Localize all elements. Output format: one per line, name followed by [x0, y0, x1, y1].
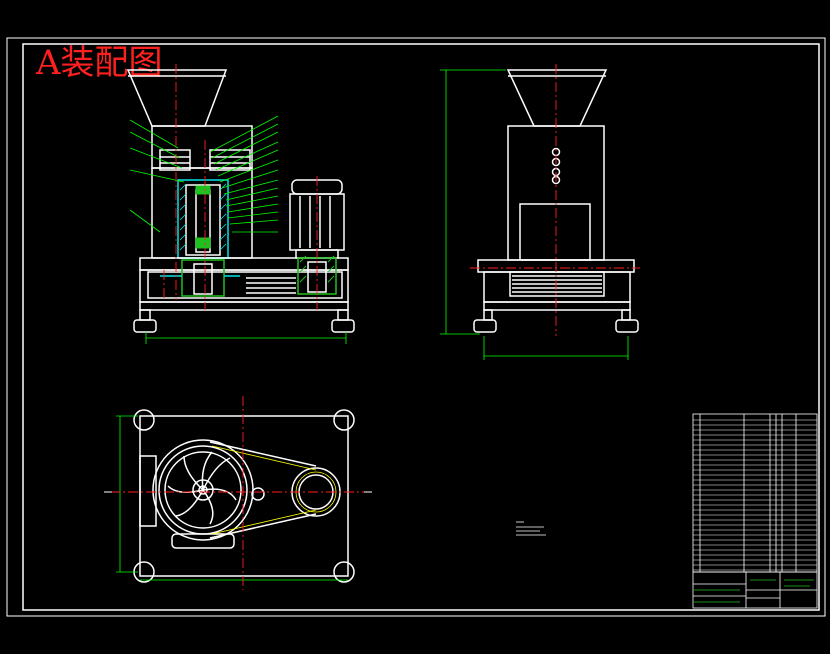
parts-list-rows: [693, 419, 817, 571]
top-yellow-belt: [211, 445, 337, 535]
side-view: [473, 69, 639, 333]
front-green-hatch: [195, 185, 335, 283]
technical-notes: [516, 521, 546, 536]
side-centerlines: [470, 64, 640, 336]
belt-upper: [209, 441, 317, 467]
side-hopper: [506, 69, 608, 127]
front-foot-right: [331, 319, 355, 333]
parts-list: [692, 413, 818, 573]
front-section-hatch: [179, 183, 227, 251]
side-window: [519, 203, 591, 261]
inner-border: [22, 43, 820, 611]
top-base-plate: [139, 415, 349, 577]
front-view: [126, 69, 355, 333]
side-foot-right: [615, 319, 639, 333]
side-dimensions: [440, 69, 629, 360]
top-dimensions: [116, 415, 348, 581]
top-view: [133, 409, 355, 583]
title-block: [692, 571, 818, 609]
drawing-title: A装配图: [35, 43, 163, 83]
title-block-green: [694, 579, 814, 603]
front-foot-left: [133, 319, 157, 333]
front-leaders: [129, 115, 347, 344]
outer-border: [6, 37, 826, 617]
side-foot-left: [473, 319, 497, 333]
front-centerlines: [163, 64, 318, 310]
top-centerlines: [110, 396, 370, 590]
upper-housing: [151, 125, 253, 169]
